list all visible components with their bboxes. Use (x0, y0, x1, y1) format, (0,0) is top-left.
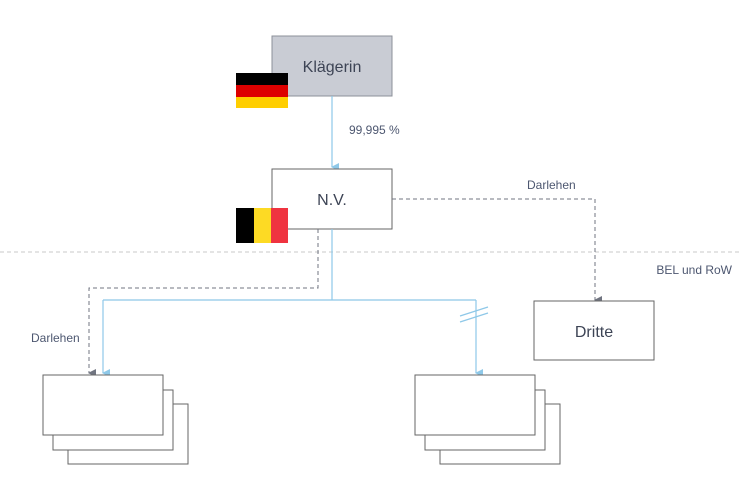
germany-flag-icon (236, 73, 288, 108)
node-klaegerin: Klägerin (271, 35, 393, 97)
loan-arrow-dritte (392, 198, 602, 304)
subsidiary-stack-right (414, 374, 561, 465)
region-label: BEL und RoW (656, 263, 732, 277)
node-dritte: Dritte (533, 300, 655, 361)
node-klaegerin-label: Klägerin (303, 59, 362, 76)
node-nv-label: N.V. (317, 192, 347, 209)
node-nv: N.V. (271, 168, 393, 230)
break-marks (459, 306, 489, 323)
subsidiary-stack-left (42, 374, 189, 465)
ownership-label: 99,995 % (349, 123, 400, 137)
loan-arrow-left-subsidiaries (88, 229, 319, 377)
loan-label-left: Darlehen (31, 331, 80, 345)
loan-label-right: Darlehen (527, 178, 576, 192)
node-dritte-label: Dritte (575, 324, 613, 341)
belgium-flag-icon (236, 208, 288, 243)
